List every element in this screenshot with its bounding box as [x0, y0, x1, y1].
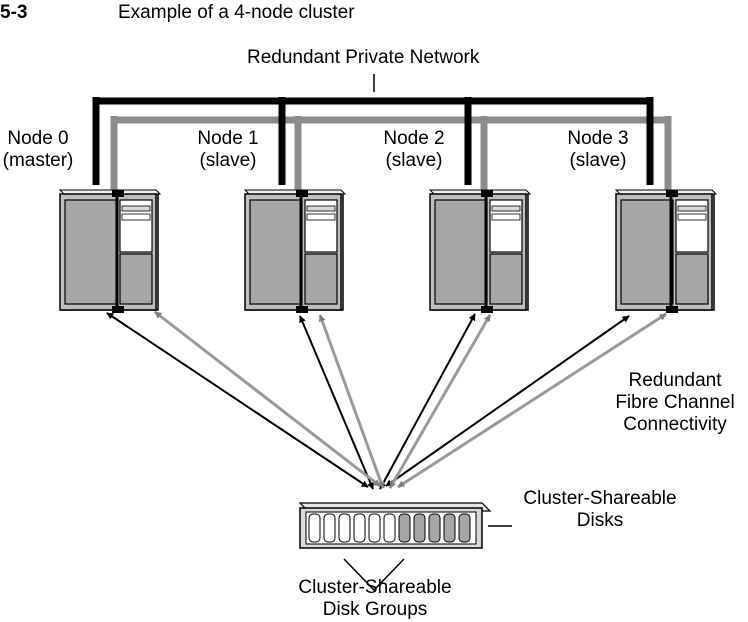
fibre-links-gray — [154, 310, 667, 489]
server-connectors — [112, 190, 678, 313]
network-bus-black — [92, 97, 654, 185]
disk-groups-leader-line — [343, 558, 405, 592]
figure-title: Example of a 4-node cluster — [118, 2, 355, 23]
disk-array — [298, 502, 492, 549]
node-2-name: Node 2 — [383, 128, 445, 149]
node-1-role: (slave) — [199, 150, 257, 171]
disk-groups-line-2: Disk Groups — [322, 599, 428, 620]
server-node-0 — [59, 189, 161, 311]
node-1-name: Node 1 — [197, 128, 259, 149]
disk-groups-label: Cluster-Shareable Disk Groups — [280, 577, 470, 621]
server-node-1 — [244, 189, 346, 311]
node-2-label: Node 2 (slave) — [376, 128, 452, 172]
network-bus-gray — [110, 116, 672, 198]
server-node-3 — [615, 189, 717, 311]
shareable-disks-label: Cluster-Shareable Disks — [512, 488, 688, 532]
node-3-role: (slave) — [569, 150, 627, 171]
node-0-name: Node 0 — [7, 128, 69, 149]
node-0-label: Node 0 (master) — [0, 128, 76, 172]
fibre-channel-label: Redundant Fibre Channel Connectivity — [604, 370, 746, 436]
node-3-label: Node 3 (slave) — [560, 128, 636, 172]
server-node-2 — [429, 189, 531, 311]
node-2-role: (slave) — [385, 150, 443, 171]
figure-number: 5-3 — [0, 2, 28, 23]
fibre-channel-line-2: Fibre Channel — [615, 392, 735, 413]
node-1-label: Node 1 (slave) — [190, 128, 266, 172]
shareable-disks-line-1: Cluster-Shareable — [523, 488, 677, 509]
fibre-channel-line-1: Redundant — [628, 370, 722, 391]
private-network-label: Redundant Private Network — [247, 47, 480, 68]
node-0-role: (master) — [2, 150, 74, 171]
node-3-name: Node 3 — [567, 128, 629, 149]
disk-groups-line-1: Cluster-Shareable — [298, 577, 452, 598]
fibre-channel-line-3: Connectivity — [623, 414, 727, 435]
shareable-disks-line-2: Disks — [576, 510, 624, 531]
fibre-links-black — [106, 312, 630, 490]
